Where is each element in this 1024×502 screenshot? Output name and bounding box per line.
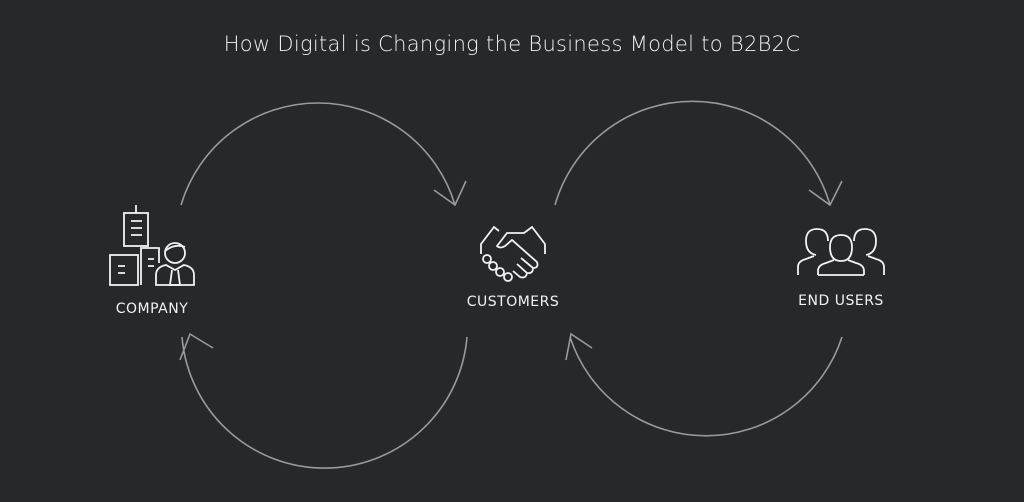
company-building-person-icon [109,205,195,286]
arrow-customers-to-company [179,332,468,469]
arrow-company-to-customers [180,102,467,207]
handshake-icon [480,225,546,282]
node-label-end-users: END USERS [798,293,884,309]
node-customers: CUSTOMERS [423,218,603,310]
arrow-endusers-to-customers [565,332,843,437]
node-label-company: COMPANY [115,301,189,317]
node-label-customers: CUSTOMERS [466,294,560,310]
node-company: COMPANY [62,203,242,317]
diagram-title: How Digital is Changing the Business Mod… [223,32,801,56]
arrow-customers-to-endusers [554,100,843,207]
user-group-icon [797,228,885,276]
node-end-users: END USERS [751,225,931,309]
